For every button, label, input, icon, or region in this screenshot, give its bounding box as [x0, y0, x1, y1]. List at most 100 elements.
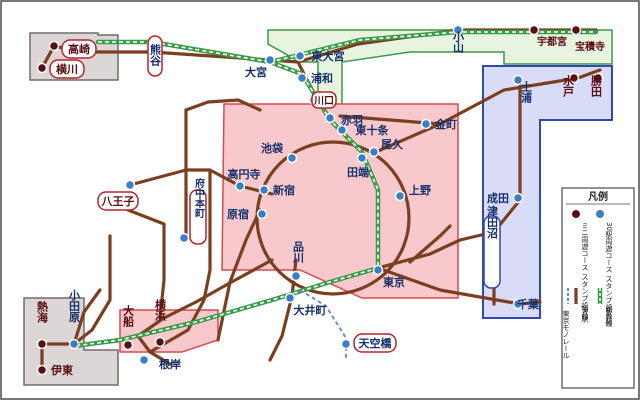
station-marker-akabane[interactable]: [324, 112, 336, 124]
station-marker-omiya[interactable]: [264, 54, 276, 66]
station-marker-oyama[interactable]: [452, 24, 464, 36]
keiyo-link: [408, 224, 452, 264]
vertical-labels: 熊谷 小山 土浦 水戸 勝田 府中本町 品川 津田沼 小田原 熱海 大船 横浜: [36, 30, 603, 328]
station-marker-harajuku[interactable]: [256, 208, 268, 220]
label-yokokawa: 横川: [56, 62, 78, 76]
legend-title: 凡例: [588, 190, 608, 203]
station-marker-ooimachi[interactable]: [284, 292, 296, 304]
station-marker-chiba[interactable]: [512, 298, 524, 310]
station-marker-utsunomiya[interactable]: [528, 24, 540, 36]
label-narita: 成田: [487, 191, 509, 205]
station-marker-negishi[interactable]: [138, 354, 150, 366]
label-koenji: 高円寺: [228, 167, 261, 181]
label-tokyo: 東京: [383, 275, 405, 289]
label-mito: 水戸: [562, 74, 575, 98]
label-shinagawa: 品川: [292, 241, 306, 263]
station-marker-ito[interactable]: [36, 364, 48, 376]
station-marker-higashi-jujo[interactable]: [336, 124, 348, 136]
station-marker-shinjuku[interactable]: [258, 184, 270, 196]
station-marker-kanamachi[interactable]: [420, 118, 432, 130]
station-marker-tabata[interactable]: [356, 152, 368, 164]
label-tabata: 田端: [347, 165, 369, 179]
station-marker-takasaki[interactable]: [48, 40, 60, 52]
yokosuka-line: [148, 170, 212, 354]
legend-blue-text: 30駅周遊コース スタンプ設置駅: [605, 222, 613, 325]
fuchuhommachi-label-box: [189, 189, 207, 245]
tokaido-shinkansen-dash: [73, 267, 379, 347]
label-utsunomiya: 宇都宮: [537, 35, 567, 48]
station-marker-koenji[interactable]: [234, 180, 246, 192]
station-marker-tokyo[interactable]: [372, 264, 384, 276]
kumagaya-label-box: [147, 35, 163, 77]
label-harajuku: 原宿: [227, 207, 249, 221]
label-odawara: 小田原: [68, 288, 82, 323]
nambu-line: [216, 208, 262, 342]
label-oku: 尾久: [380, 137, 404, 151]
label-hachioji: 八王子: [101, 195, 135, 208]
station-marker-shinagawa[interactable]: [290, 270, 302, 282]
station-marker-atami[interactable]: [36, 338, 48, 350]
joban-branch: [374, 122, 442, 154]
station-marker-fuchuhommachi[interactable]: [178, 232, 190, 244]
label-urawa: 浦和: [311, 71, 333, 85]
station-marker-higashi-omiya[interactable]: [294, 50, 306, 62]
joban-line: [338, 68, 602, 126]
station-marker-mito[interactable]: [568, 72, 580, 84]
label-kawaguchi: 川口: [313, 95, 334, 107]
label-oyama: 小山: [452, 30, 466, 54]
station-marker-tenkubashi[interactable]: [340, 338, 352, 350]
station-marker-hachioji[interactable]: [124, 179, 136, 191]
legend-red-text: ミニ周遊コース スタンプ設置駅: [581, 222, 589, 323]
yokohama-line: [126, 208, 166, 320]
station-marker-odawara[interactable]: [68, 338, 80, 350]
musashino-north: [184, 98, 262, 112]
station-marker-katsuta[interactable]: [592, 72, 604, 84]
label-kanamachi: 金町: [434, 117, 457, 131]
label-ofuna: 大船: [122, 304, 135, 328]
odawara-branch: [72, 288, 102, 346]
kawaguchi-label-box: [311, 91, 337, 109]
station-marker-ofuna[interactable]: [122, 339, 134, 351]
label-higashi-jujo: 東十条: [356, 123, 390, 137]
station-marker-oku[interactable]: [368, 146, 380, 158]
label-boxes-red: [49, 35, 397, 353]
zone-north: [267, 29, 613, 113]
label-hoshakuji: 宝積寺: [575, 40, 605, 53]
negishi-line: [136, 334, 172, 366]
station-labels: 高崎 横川 八王子 川口 天空橋 大宮 東大宮 浦和 赤羽 東十条 尾久 金町 …: [50, 35, 605, 377]
zone-east: [482, 65, 613, 319]
legend-monorail-text: 東京モノレール: [562, 309, 570, 359]
label-takasaki: 高崎: [68, 42, 90, 56]
station-marker-narita[interactable]: [512, 192, 524, 204]
legend-blue-marker: [595, 209, 605, 219]
tenkubashi-label-box: [353, 333, 397, 353]
legend-shinkansen-text: 新幹線: [605, 305, 613, 327]
station-marker-ikebukuro[interactable]: [286, 152, 298, 164]
label-omiya: 大宮: [245, 65, 267, 79]
label-negishi: 根岸: [159, 357, 181, 371]
station-marker-yokokawa[interactable]: [36, 62, 48, 74]
takasaki-label-box: [61, 39, 97, 59]
sobu-line: [376, 266, 542, 306]
station-marker-yokohama[interactable]: [154, 336, 166, 348]
label-tenkubashi: 天空橋: [359, 336, 393, 350]
label-shinjuku: 新宿: [273, 183, 295, 197]
tohoku-shinkansen-dash: [269, 31, 596, 63]
station-marker-urawa[interactable]: [296, 72, 308, 84]
label-tsudanuma: 津田沼: [486, 204, 499, 239]
legend-jr-text: JR線: [581, 305, 589, 320]
label-kumagaya: 熊谷: [149, 43, 162, 67]
label-yokohama: 横浜: [154, 298, 167, 322]
tokaido-line: [136, 258, 274, 338]
label-ikebukuro: 池袋: [261, 141, 284, 155]
station-marker-hoshakuji[interactable]: [570, 24, 582, 36]
station-marker-tsuchiura[interactable]: [512, 74, 524, 86]
label-akabane: 赤羽: [341, 113, 363, 127]
sagami-line: [40, 234, 112, 346]
tsudanuma-label-box: [483, 215, 501, 289]
station-marker-ueno[interactable]: [394, 190, 406, 202]
yokokawa-label-box: [49, 59, 85, 79]
label-tsuchiura: 土浦: [520, 80, 533, 104]
label-chiba: 千葉: [517, 297, 540, 311]
red-stations: [36, 24, 604, 376]
